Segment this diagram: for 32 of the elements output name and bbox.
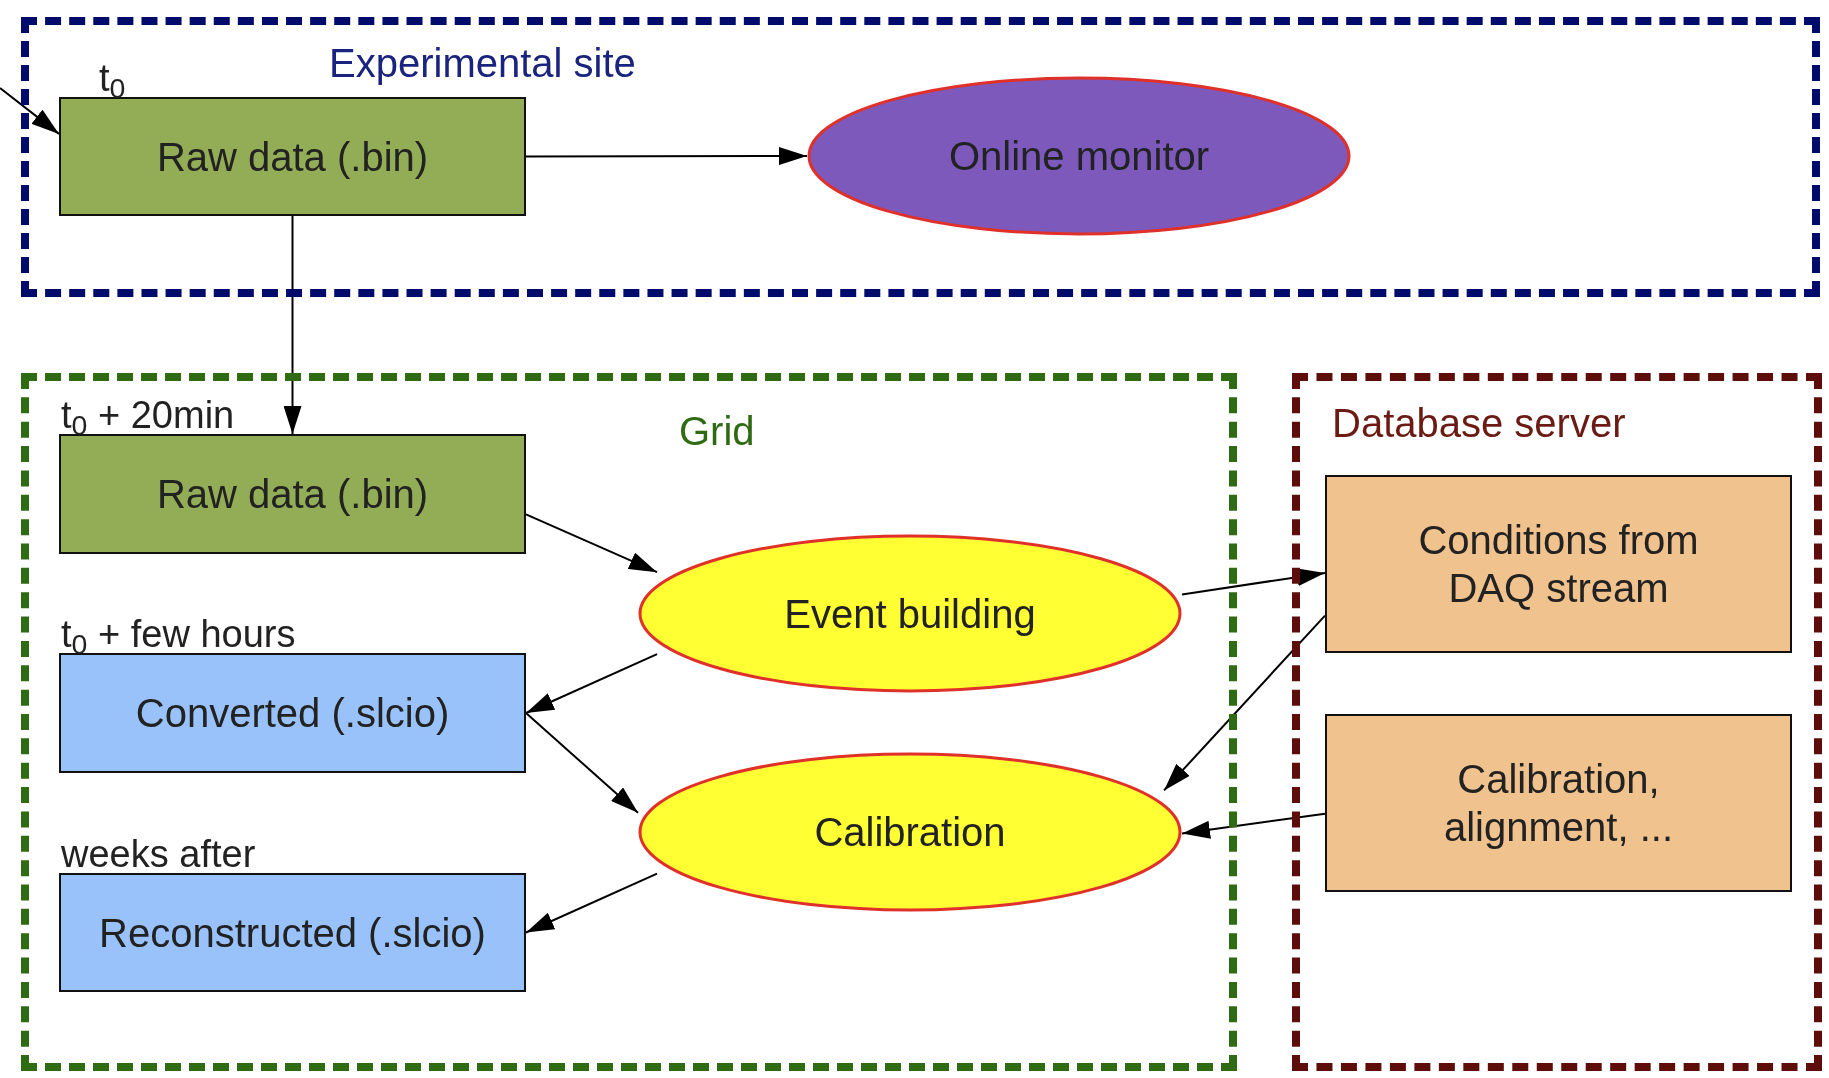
time-label: t$_{0}$ + few hours: [61, 615, 296, 653]
node-label: Reconstructed (.slcio): [98, 909, 487, 957]
data-box: [1325, 714, 1792, 892]
arrow: [525, 147, 808, 166]
arrow: [525, 872, 659, 934]
process-ellipse: [638, 752, 1182, 912]
data-box: [1325, 475, 1792, 653]
process-ellipse: [638, 534, 1182, 693]
arrow: [1181, 568, 1326, 596]
node-label: Online monitor: [947, 133, 1211, 180]
process-ellipse: [807, 76, 1351, 236]
node-label: Calibration, alignment, ...: [1443, 756, 1674, 851]
group-frame: [21, 373, 1237, 1071]
arrow: [525, 513, 659, 574]
time-label: t$_{0}$: [99, 59, 126, 97]
group-title: Database server: [1332, 403, 1627, 443]
node-label: Conditions from DAQ stream: [1417, 517, 1700, 612]
time-label: weeks after: [61, 835, 256, 873]
group-frame: [1292, 373, 1822, 1071]
arrow: [0, 87, 60, 135]
node-label: Event building: [783, 590, 1037, 638]
arrow: [525, 712, 639, 814]
node-label: Raw data (.bin): [155, 133, 430, 181]
arrow: [283, 215, 302, 435]
group-frame: [21, 17, 1820, 297]
node-label: Converted (.slcio): [134, 690, 451, 737]
time-label: t$_{0}$ + 20min: [61, 396, 235, 434]
group-title: Grid: [679, 411, 756, 451]
node-label: Raw data (.bin): [155, 471, 430, 518]
group-title: Experimental site: [329, 43, 637, 83]
arrow: [525, 653, 659, 714]
node-label: Calibration: [813, 809, 1007, 856]
